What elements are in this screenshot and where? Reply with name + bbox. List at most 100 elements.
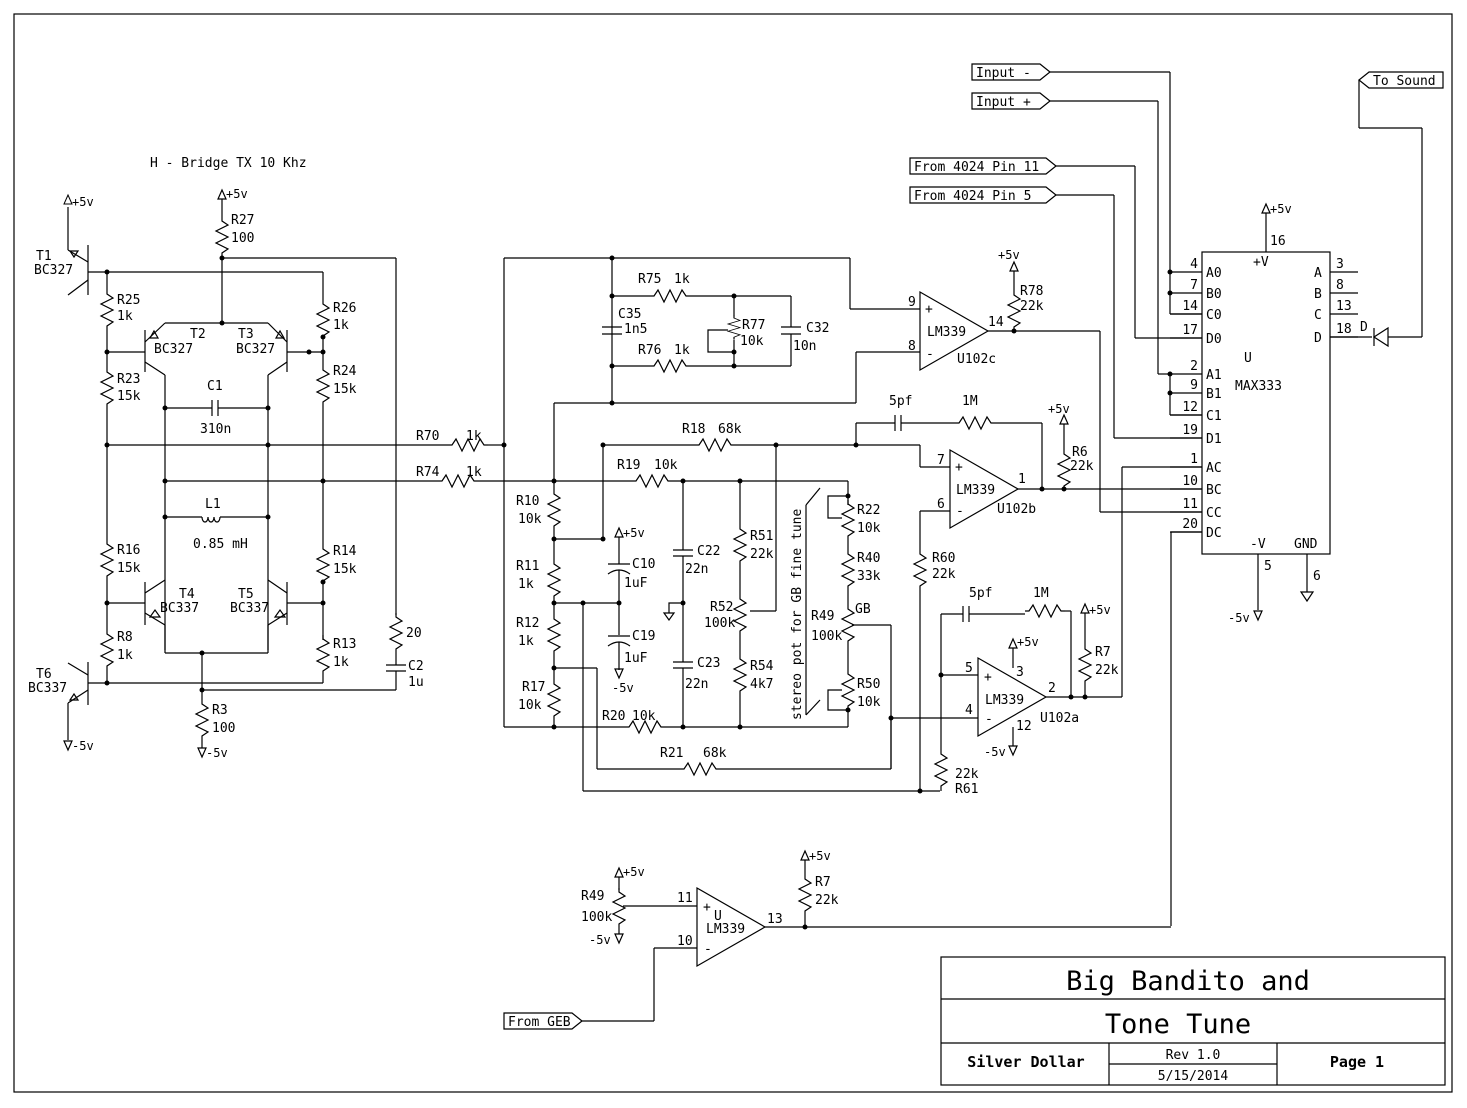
svg-text:-: - — [985, 712, 993, 727]
max333-pin-a0: 4A0 — [1170, 257, 1222, 281]
svg-text:BC327: BC327 — [236, 342, 275, 357]
supply-label: +5v — [72, 195, 94, 209]
svg-text:From GEB: From GEB — [508, 1015, 571, 1030]
svg-text:-: - — [926, 347, 934, 362]
svg-text:DC: DC — [1206, 526, 1222, 541]
svg-text:15k: 15k — [117, 561, 141, 576]
svg-text:1M: 1M — [1033, 586, 1049, 601]
svg-text:7: 7 — [1190, 278, 1198, 293]
svg-text:From 4024 Pin 5: From 4024 Pin 5 — [914, 189, 1031, 204]
svg-text:R7: R7 — [1095, 645, 1111, 660]
svg-text:13: 13 — [767, 912, 783, 927]
svg-text:17: 17 — [1182, 323, 1198, 338]
svg-text:R49: R49 — [811, 609, 834, 624]
svg-text:13: 13 — [1336, 299, 1352, 314]
svg-text:C1: C1 — [1206, 409, 1222, 424]
svg-text:8: 8 — [1336, 278, 1344, 293]
svg-text:R74: R74 — [416, 465, 440, 480]
svg-text:R77: R77 — [742, 318, 765, 333]
max333-pin-b0: 7B0 — [1170, 278, 1222, 302]
svg-text:R54: R54 — [750, 659, 774, 674]
svg-text:+: + — [955, 460, 963, 475]
svg-text:10k: 10k — [857, 521, 881, 536]
svg-text:10: 10 — [677, 934, 693, 949]
h-bridge-section: H - Bridge TX 10 Khz +5v T1 BC327 +5v R2… — [28, 156, 612, 760]
resistor-r11 — [547, 559, 561, 601]
svg-text:U: U — [1244, 351, 1252, 366]
svg-text:To Sound: To Sound — [1373, 74, 1436, 89]
svg-text:LM339: LM339 — [927, 325, 966, 340]
svg-text:CC: CC — [1206, 506, 1222, 521]
svg-text:22n: 22n — [685, 677, 708, 692]
svg-text:T1: T1 — [36, 249, 52, 264]
capacitor-c1-value: 310n — [200, 422, 231, 437]
svg-text:14: 14 — [988, 315, 1004, 330]
svg-text:T3: T3 — [238, 327, 254, 342]
svg-text:R14: R14 — [333, 544, 357, 559]
resistor-r61 — [934, 749, 948, 791]
svg-text:15k: 15k — [333, 382, 357, 397]
svg-text:5pf: 5pf — [889, 394, 912, 409]
svg-text:T6: T6 — [36, 667, 52, 682]
svg-text:3: 3 — [1336, 257, 1344, 272]
svg-text:10: 10 — [1182, 474, 1198, 489]
svg-text:1k: 1k — [117, 309, 133, 324]
svg-text:R61: R61 — [955, 782, 978, 797]
svg-text:R49: R49 — [581, 889, 604, 904]
svg-text:R52: R52 — [710, 600, 733, 615]
svg-text:R6: R6 — [1072, 445, 1088, 460]
svg-text:GB: GB — [855, 602, 871, 617]
transistor-t1: T1 BC327 — [34, 245, 89, 296]
port-input-minus: Input - — [971, 63, 1051, 81]
svg-text:1k: 1k — [117, 648, 133, 663]
svg-text:R17: R17 — [522, 680, 545, 695]
svg-text:A1: A1 — [1206, 368, 1222, 383]
resistor-r26 — [316, 299, 330, 341]
svg-text:R78: R78 — [1020, 284, 1043, 299]
resistor-r24 — [316, 365, 330, 407]
svg-text:11: 11 — [1182, 497, 1198, 512]
svg-text:-: - — [956, 504, 964, 519]
svg-text:R76: R76 — [638, 343, 661, 358]
svg-text:BC: BC — [1206, 483, 1222, 498]
svg-text:+5v: +5v — [226, 187, 248, 201]
svg-text:R16: R16 — [117, 543, 140, 558]
svg-text:C2: C2 — [408, 659, 424, 674]
svg-text:0.85 mH: 0.85 mH — [193, 537, 248, 552]
svg-text:A: A — [1314, 266, 1322, 281]
svg-text:R40: R40 — [857, 551, 880, 566]
svg-text:-5v: -5v — [612, 681, 634, 695]
resistor-r18 — [694, 438, 736, 452]
svg-text:4k7: 4k7 — [750, 677, 773, 692]
svg-text:L1: L1 — [205, 497, 221, 512]
svg-text:1k: 1k — [333, 655, 349, 670]
resistor-20ohm — [389, 612, 403, 654]
svg-text:1k: 1k — [674, 343, 690, 358]
svg-text:20: 20 — [1182, 517, 1198, 532]
svg-text:+5v: +5v — [809, 849, 831, 863]
svg-text:D: D — [1314, 331, 1322, 346]
svg-text:-5v: -5v — [1228, 611, 1250, 625]
svg-text:R12: R12 — [516, 616, 539, 631]
svg-text:100: 100 — [212, 721, 235, 736]
svg-text:1uF: 1uF — [624, 651, 648, 666]
svg-text:R24: R24 — [333, 364, 357, 379]
svg-text:R51: R51 — [750, 529, 773, 544]
potentiometer-r77 — [727, 315, 741, 341]
svg-text:D1: D1 — [1206, 432, 1222, 447]
svg-text:1M: 1M — [962, 394, 978, 409]
svg-text:1: 1 — [1190, 452, 1198, 467]
capacitor-c1-ref: C1 — [207, 379, 223, 394]
svg-text:D: D — [1360, 320, 1368, 335]
svg-text:C22: C22 — [697, 544, 720, 559]
potentiometer-r50 — [841, 669, 855, 711]
stereo-pot-note: stereo pot for GB fine tune — [790, 509, 805, 720]
title-line-1: Big Bandito and — [1066, 966, 1310, 997]
svg-text:5: 5 — [1264, 559, 1272, 574]
svg-text:T4: T4 — [179, 587, 195, 602]
svg-text:R7: R7 — [815, 875, 831, 890]
svg-text:+5v: +5v — [623, 526, 645, 540]
svg-text:Input +: Input + — [976, 95, 1031, 110]
svg-text:C23: C23 — [697, 656, 720, 671]
